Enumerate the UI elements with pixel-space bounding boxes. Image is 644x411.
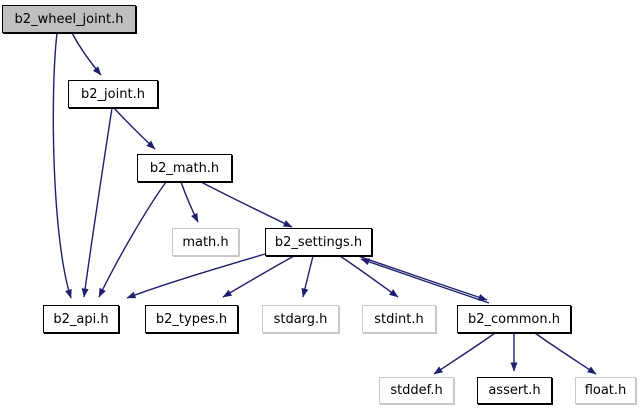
node-label: float.h	[584, 383, 627, 398]
node-b2_settings[interactable]: b2_settings.h	[265, 228, 372, 256]
node-float[interactable]: float.h	[575, 377, 636, 404]
node-b2_math[interactable]: b2_math.h	[137, 154, 232, 182]
node-label: b2_common.h	[467, 311, 560, 327]
edge-b2_common-to-float	[534, 332, 597, 375]
node-label: b2_joint.h	[81, 86, 145, 102]
node-label: b2_math.h	[149, 160, 220, 176]
edge-b2_math-to-math	[180, 181, 199, 223]
edge-b2_math-to-b2_settings	[200, 181, 293, 228]
node-stddef[interactable]: stddef.h	[379, 377, 454, 404]
node-b2_common[interactable]: b2_common.h	[457, 305, 571, 333]
edge-b2_settings-to-stdint	[339, 255, 399, 298]
edge-b2_wheel_joint-to-b2_api	[52, 32, 72, 299]
edge-b2_settings-to-b2_types	[222, 255, 295, 298]
node-b2_wheel_joint[interactable]: b2_wheel_joint.h	[2, 5, 136, 33]
edge-b2_joint-to-b2_math	[113, 107, 156, 150]
node-label: stdarg.h	[273, 311, 328, 327]
node-b2_types[interactable]: b2_types.h	[145, 305, 238, 333]
edge-b2_common-to-b2_settings	[360, 258, 490, 304]
node-label: b2_api.h	[53, 311, 109, 327]
node-label: stdint.h	[374, 311, 424, 327]
node-label: stddef.h	[390, 383, 443, 398]
node-label: assert.h	[488, 383, 541, 398]
node-label: b2_types.h	[155, 311, 228, 327]
edge-b2_wheel_joint-to-b2_joint	[71, 32, 102, 76]
node-math[interactable]: math.h	[172, 228, 239, 256]
node-b2_api[interactable]: b2_api.h	[43, 305, 119, 333]
edge-b2_joint-to-b2_api	[81, 107, 113, 298]
edge-b2_math-to-b2_api	[98, 181, 167, 298]
node-label: b2_settings.h	[274, 234, 363, 250]
edge-b2_common-to-stddef	[433, 332, 496, 375]
edge-b2_settings-to-b2_api	[126, 253, 266, 299]
node-stdint[interactable]: stdint.h	[362, 305, 436, 333]
node-b2_joint[interactable]: b2_joint.h	[68, 80, 158, 108]
node-assert[interactable]: assert.h	[477, 377, 552, 404]
node-stdarg[interactable]: stdarg.h	[262, 305, 339, 333]
edge-b2_settings-to-b2_common	[357, 255, 488, 301]
node-label: math.h	[182, 234, 229, 250]
node-label: b2_wheel_joint.h	[14, 11, 124, 27]
edge-b2_settings-to-stdarg	[301, 255, 314, 298]
